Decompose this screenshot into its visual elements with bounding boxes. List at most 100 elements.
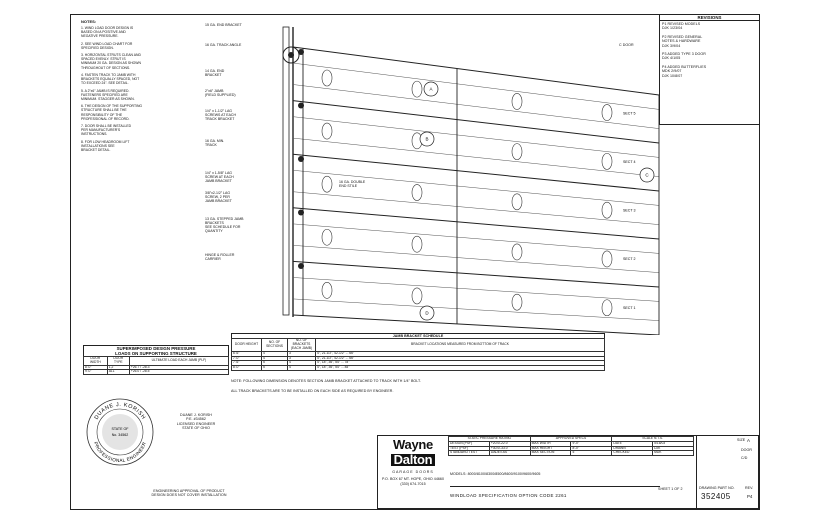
callout-label: 2"x6" JAMB (FIELD SUPPLIED) bbox=[205, 89, 236, 98]
bracket-header-cell: NO. OF BRACKETS (EACH JAMB) bbox=[287, 338, 316, 352]
drawing-no-label: DRAWING PART NO. bbox=[699, 486, 735, 490]
bracket-header-cell: NO. OF SECTIONS bbox=[261, 338, 288, 352]
rev-value: P4 bbox=[747, 494, 753, 499]
revision-entry: P3 ADDED TYPE 3 DOOR DJK 4/1/05 bbox=[662, 52, 706, 61]
notes-title: NOTES: bbox=[81, 19, 97, 24]
door-label: C DOOR bbox=[619, 43, 634, 47]
hinge-icon bbox=[601, 299, 613, 317]
section-rib-line bbox=[292, 245, 660, 273]
section-label: SECT 3 bbox=[623, 209, 636, 213]
section-rib-line bbox=[292, 170, 660, 206]
drawing-title: WINDLOAD SPECIFICATION OPTION CODE 2261 bbox=[450, 486, 660, 498]
drum-icon bbox=[282, 46, 300, 64]
roller-icon bbox=[298, 262, 304, 269]
logo-wayne: Wayne bbox=[393, 437, 433, 452]
note-item: 1. WIND LOAD DOOR DESIGN IS BASED ON A P… bbox=[81, 26, 134, 39]
section-joint-line bbox=[292, 260, 660, 288]
models-line: MODELS: 8000/8100/8300/8500/8600/9100/96… bbox=[450, 472, 541, 476]
company-logo: Wayne Dalton GARAGE DOORS P.O. BOX 67 MT… bbox=[380, 437, 446, 507]
detail-marker bbox=[419, 131, 435, 147]
pressure-header-cell: DOOR WIDTH bbox=[83, 356, 108, 366]
section-rib-line bbox=[292, 223, 660, 254]
engineer-line: STATE OF OHIO bbox=[182, 426, 210, 431]
jamb bbox=[282, 26, 290, 316]
roller-icon bbox=[298, 102, 304, 109]
hinge-icon bbox=[321, 122, 333, 140]
size-value: A bbox=[747, 438, 750, 443]
general-notes: NOTES: 1. WIND LOAD DOOR DESIGN IS BASED… bbox=[81, 19, 149, 155]
callout-label: 16 GA. MIN. TRACK bbox=[205, 139, 225, 148]
spec-cell: STANDARD TEST bbox=[448, 450, 490, 457]
hinge-icon bbox=[411, 184, 423, 201]
rev-label: REV. bbox=[745, 486, 754, 490]
hinge-icon bbox=[601, 250, 613, 268]
hinge-icon bbox=[511, 293, 523, 311]
section-label: SECT 5 bbox=[623, 112, 636, 116]
door-type-value: C/D bbox=[741, 456, 748, 460]
hinge-icon bbox=[511, 93, 523, 110]
logo-dalton: Dalton bbox=[390, 453, 436, 466]
pressure-cell: ALL bbox=[106, 369, 130, 376]
callout-label: 1/4" x 1-1/2" LAG SCREWS AT EACH TRACK B… bbox=[205, 109, 236, 122]
bracket-footnote-2: ALL TRACK BRACKETS ARE TO BE INSTALLED O… bbox=[231, 389, 394, 394]
size-label: SIZE bbox=[737, 438, 746, 442]
callout-label: 16 GA. TRACK ANGLE bbox=[205, 43, 242, 47]
hinge-icon bbox=[511, 243, 523, 261]
detail-mark-label: A bbox=[429, 87, 432, 92]
bracket-cell: 4", 18", 36", 54" ... 84" bbox=[315, 365, 605, 371]
callout-label: HINGE & ROLLER CARRIER bbox=[205, 253, 235, 262]
hinge-icon bbox=[411, 287, 423, 305]
logo-tagline: GARAGE DOORS bbox=[392, 470, 434, 474]
pressure-header-cell: ULTIMATE LOAD EACH JAMB (PLF) bbox=[128, 356, 230, 366]
callout-label: 1/4" x 1-5/8" LAG SCREW AT EACH JAMB BRA… bbox=[205, 171, 234, 184]
bracket-cell: 4 bbox=[287, 365, 316, 371]
bracket-header-cell: BRACKET LOCATIONS MEASURED FROM BOTTOM O… bbox=[315, 338, 605, 352]
roller-icon bbox=[298, 209, 304, 216]
bracket-header-cell: DOOR HEIGHT bbox=[231, 338, 262, 352]
section-joint-line bbox=[292, 153, 660, 192]
pressure-cell: 9'-0" bbox=[83, 369, 108, 376]
hinge-icon bbox=[321, 282, 333, 299]
drawing-sheet: NOTES: 1. WIND LOAD DOOR DESIGN IS BASED… bbox=[70, 14, 760, 510]
section-joint-line bbox=[292, 100, 660, 144]
engineer-footer: ENGINEERING APPROVAL OF PRODUCT DESIGN D… bbox=[151, 489, 227, 498]
section-label: SECT 1 bbox=[623, 306, 636, 310]
hinge-icon bbox=[601, 104, 613, 121]
engineer-line: DUANE J. KORISH bbox=[180, 413, 212, 417]
spec-cell: MAX SECTION bbox=[529, 450, 572, 457]
spec-cell: CHECKED bbox=[611, 450, 654, 457]
section-label: SECT 4 bbox=[623, 160, 636, 164]
section-rib-line bbox=[292, 277, 660, 302]
section-rib-line bbox=[292, 116, 660, 158]
revision-entry: P1 REVISED MODELS DJK 1/23/04 bbox=[662, 22, 701, 31]
note-item: 6. THE DESIGN OF THE SUPPORTING STRUCTUR… bbox=[81, 104, 143, 121]
hinge-icon bbox=[411, 80, 423, 98]
double-end-stile-callout: 16 GA. DOUBLE END STILE bbox=[339, 180, 366, 189]
hinge-icon bbox=[601, 201, 613, 219]
note-item: 8. FOR LOW HEADROOM LIFT INSTALLATIONS S… bbox=[81, 139, 130, 152]
bracket-schedule-title: JAMB BRACKET SCHEDULE bbox=[231, 333, 605, 339]
company-address: P.O. BOX 67 MT. HOPE, OHIO 44660 (330) 6… bbox=[381, 477, 445, 486]
seal-state: STATE OF bbox=[111, 427, 129, 431]
pressure-cell: +26.0 / -28.5 bbox=[128, 369, 230, 376]
section-rib-line bbox=[292, 298, 660, 321]
note-item: 5. A 2"x6" JAMB IS REQUIRED. FASTENERS S… bbox=[81, 88, 135, 101]
spec-cell: 5 bbox=[570, 450, 613, 457]
callout-label: 14 GA. END BRACKET bbox=[205, 69, 225, 78]
note-item: 4. FASTEN TRACK TO JAMB WITH BRACKETS EQ… bbox=[81, 73, 140, 86]
table-row: 9'-0"ALL+26.0 / -28.5 bbox=[83, 369, 230, 376]
detail-mark-label: C bbox=[645, 173, 649, 178]
hinge-icon bbox=[321, 228, 333, 246]
section-rib-line bbox=[292, 137, 660, 177]
pressure-table-title: SUPERIMPOSED DESIGN PRESSURE LOADS ON SU… bbox=[83, 345, 229, 356]
engineer-line: P.E. #34562 bbox=[186, 417, 206, 422]
shaft-icon bbox=[288, 52, 294, 58]
section-joint-line bbox=[292, 314, 660, 335]
